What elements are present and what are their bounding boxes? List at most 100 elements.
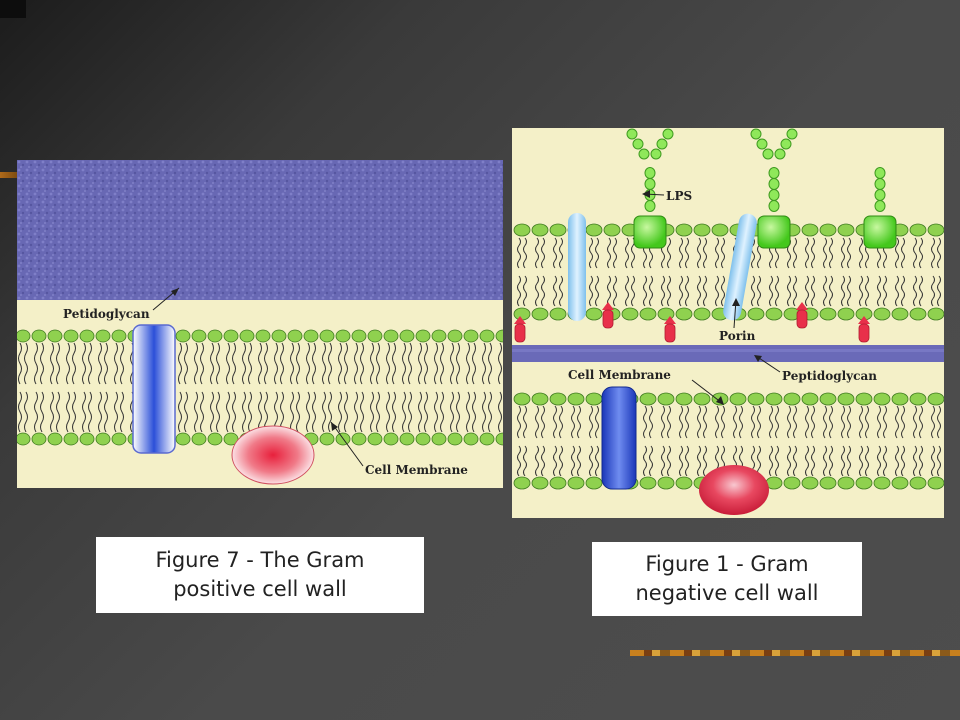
- lipid-tail: [769, 275, 773, 307]
- lipid-tail: [805, 237, 809, 269]
- lipid-tail: [440, 342, 444, 385]
- membrane-protein-red: [231, 425, 315, 485]
- lipid-tail: [312, 342, 316, 385]
- lipid-tail: [66, 391, 70, 433]
- lipid-head: [479, 432, 495, 446]
- lipid-tail: [392, 342, 396, 385]
- lipid-tail: [703, 445, 707, 477]
- lipid-tail: [793, 405, 797, 439]
- lipid-tail: [661, 275, 665, 307]
- lipid-tail: [434, 342, 438, 385]
- lipid-tail: [322, 342, 326, 385]
- lipid-tail: [811, 405, 815, 439]
- arrowhead-cell-membrane: [716, 396, 724, 405]
- lipid-tail: [703, 237, 707, 269]
- lipid-tail: [104, 391, 108, 433]
- lipid-head: [837, 307, 855, 321]
- lipid-head: [79, 329, 95, 343]
- label-peptidoglycan: Petidoglycan: [63, 307, 150, 321]
- lipid-tail: [386, 342, 390, 385]
- lipid-tail: [98, 342, 102, 385]
- lipid-tail: [328, 391, 332, 433]
- lipid-tail: [661, 405, 665, 439]
- lipid-head: [819, 223, 837, 237]
- lipid-tail: [232, 391, 236, 433]
- lipid-tail: [402, 342, 406, 385]
- label-porin: Porin: [719, 329, 756, 343]
- lipid-tail: [901, 445, 905, 477]
- lipid-head: [447, 432, 463, 446]
- lipid-tail: [595, 405, 599, 439]
- lipid-head: [351, 432, 367, 446]
- lipid-tail: [751, 237, 755, 269]
- arrowhead-peptidoglycan: [754, 355, 762, 362]
- lipid-head: [513, 307, 531, 321]
- lipid-tail: [715, 275, 719, 307]
- lipid-tail: [805, 405, 809, 439]
- lipid-tail: [535, 275, 539, 307]
- lipid-head: [585, 476, 603, 490]
- lipoprotein-head: [796, 302, 808, 310]
- lipid-head: [255, 329, 271, 343]
- lipid-tail: [440, 391, 444, 433]
- lipid-tail: [34, 342, 38, 385]
- lps-sugar: [874, 189, 886, 201]
- lipid-head: [837, 223, 855, 237]
- lipid-head: [909, 307, 927, 321]
- lipid-tail: [649, 405, 653, 439]
- lipid-tail: [589, 237, 593, 269]
- lipid-head: [819, 476, 837, 490]
- lipid-tail: [312, 391, 316, 433]
- lipid-head: [909, 476, 927, 490]
- lipid-tail: [226, 391, 230, 433]
- lipid-tail: [82, 391, 86, 433]
- lipid-tail: [775, 405, 779, 439]
- lps-core: [633, 215, 667, 249]
- lipid-tail: [184, 391, 188, 433]
- lipid-tail: [865, 445, 869, 477]
- lipid-tail: [226, 342, 230, 385]
- lipid-tail: [703, 405, 707, 439]
- lipid-tail: [895, 237, 899, 269]
- lps-sugar: [662, 128, 674, 140]
- lipid-tail: [829, 405, 833, 439]
- lipid-tail: [685, 275, 689, 307]
- lipid-head: [31, 432, 47, 446]
- lipid-tail: [88, 342, 92, 385]
- lipid-tail: [703, 275, 707, 307]
- lipid-tail: [811, 237, 815, 269]
- lipid-tail: [721, 237, 725, 269]
- lipid-tail: [18, 391, 22, 433]
- lipid-head: [367, 329, 383, 343]
- lipid-tails: [18, 342, 502, 433]
- lipid-head: [95, 432, 111, 446]
- lipid-head: [927, 307, 944, 321]
- lipid-tail: [595, 237, 599, 269]
- lipid-tail: [877, 445, 881, 477]
- lipid-tail: [553, 445, 557, 477]
- lipid-head: [675, 223, 693, 237]
- lipid-tail: [721, 275, 725, 307]
- lipid-tail: [697, 275, 701, 307]
- lipid-head: [729, 392, 747, 406]
- lipid-head: [675, 307, 693, 321]
- lipid-tail: [50, 342, 54, 385]
- lipid-tail: [847, 405, 851, 439]
- lipid-head: [783, 392, 801, 406]
- lipid-tail: [559, 445, 563, 477]
- lipid-head: [47, 329, 63, 343]
- lipid-head: [513, 392, 531, 406]
- lipid-tail: [841, 237, 845, 269]
- lipid-tail: [418, 391, 422, 433]
- arrowhead-peptidoglycan: [171, 288, 179, 296]
- membrane-protein-blue: [601, 386, 637, 490]
- lipid-tail: [418, 342, 422, 385]
- lipid-head: [479, 329, 495, 343]
- gram-positive-svg: Petidoglycan Cell Membrane: [17, 160, 503, 488]
- lipid-tail: [24, 391, 28, 433]
- lipid-tail: [354, 342, 358, 385]
- lipid-tail: [408, 391, 412, 433]
- lipid-tail: [541, 275, 545, 307]
- lipid-tail: [392, 391, 396, 433]
- lipid-tail: [98, 391, 102, 433]
